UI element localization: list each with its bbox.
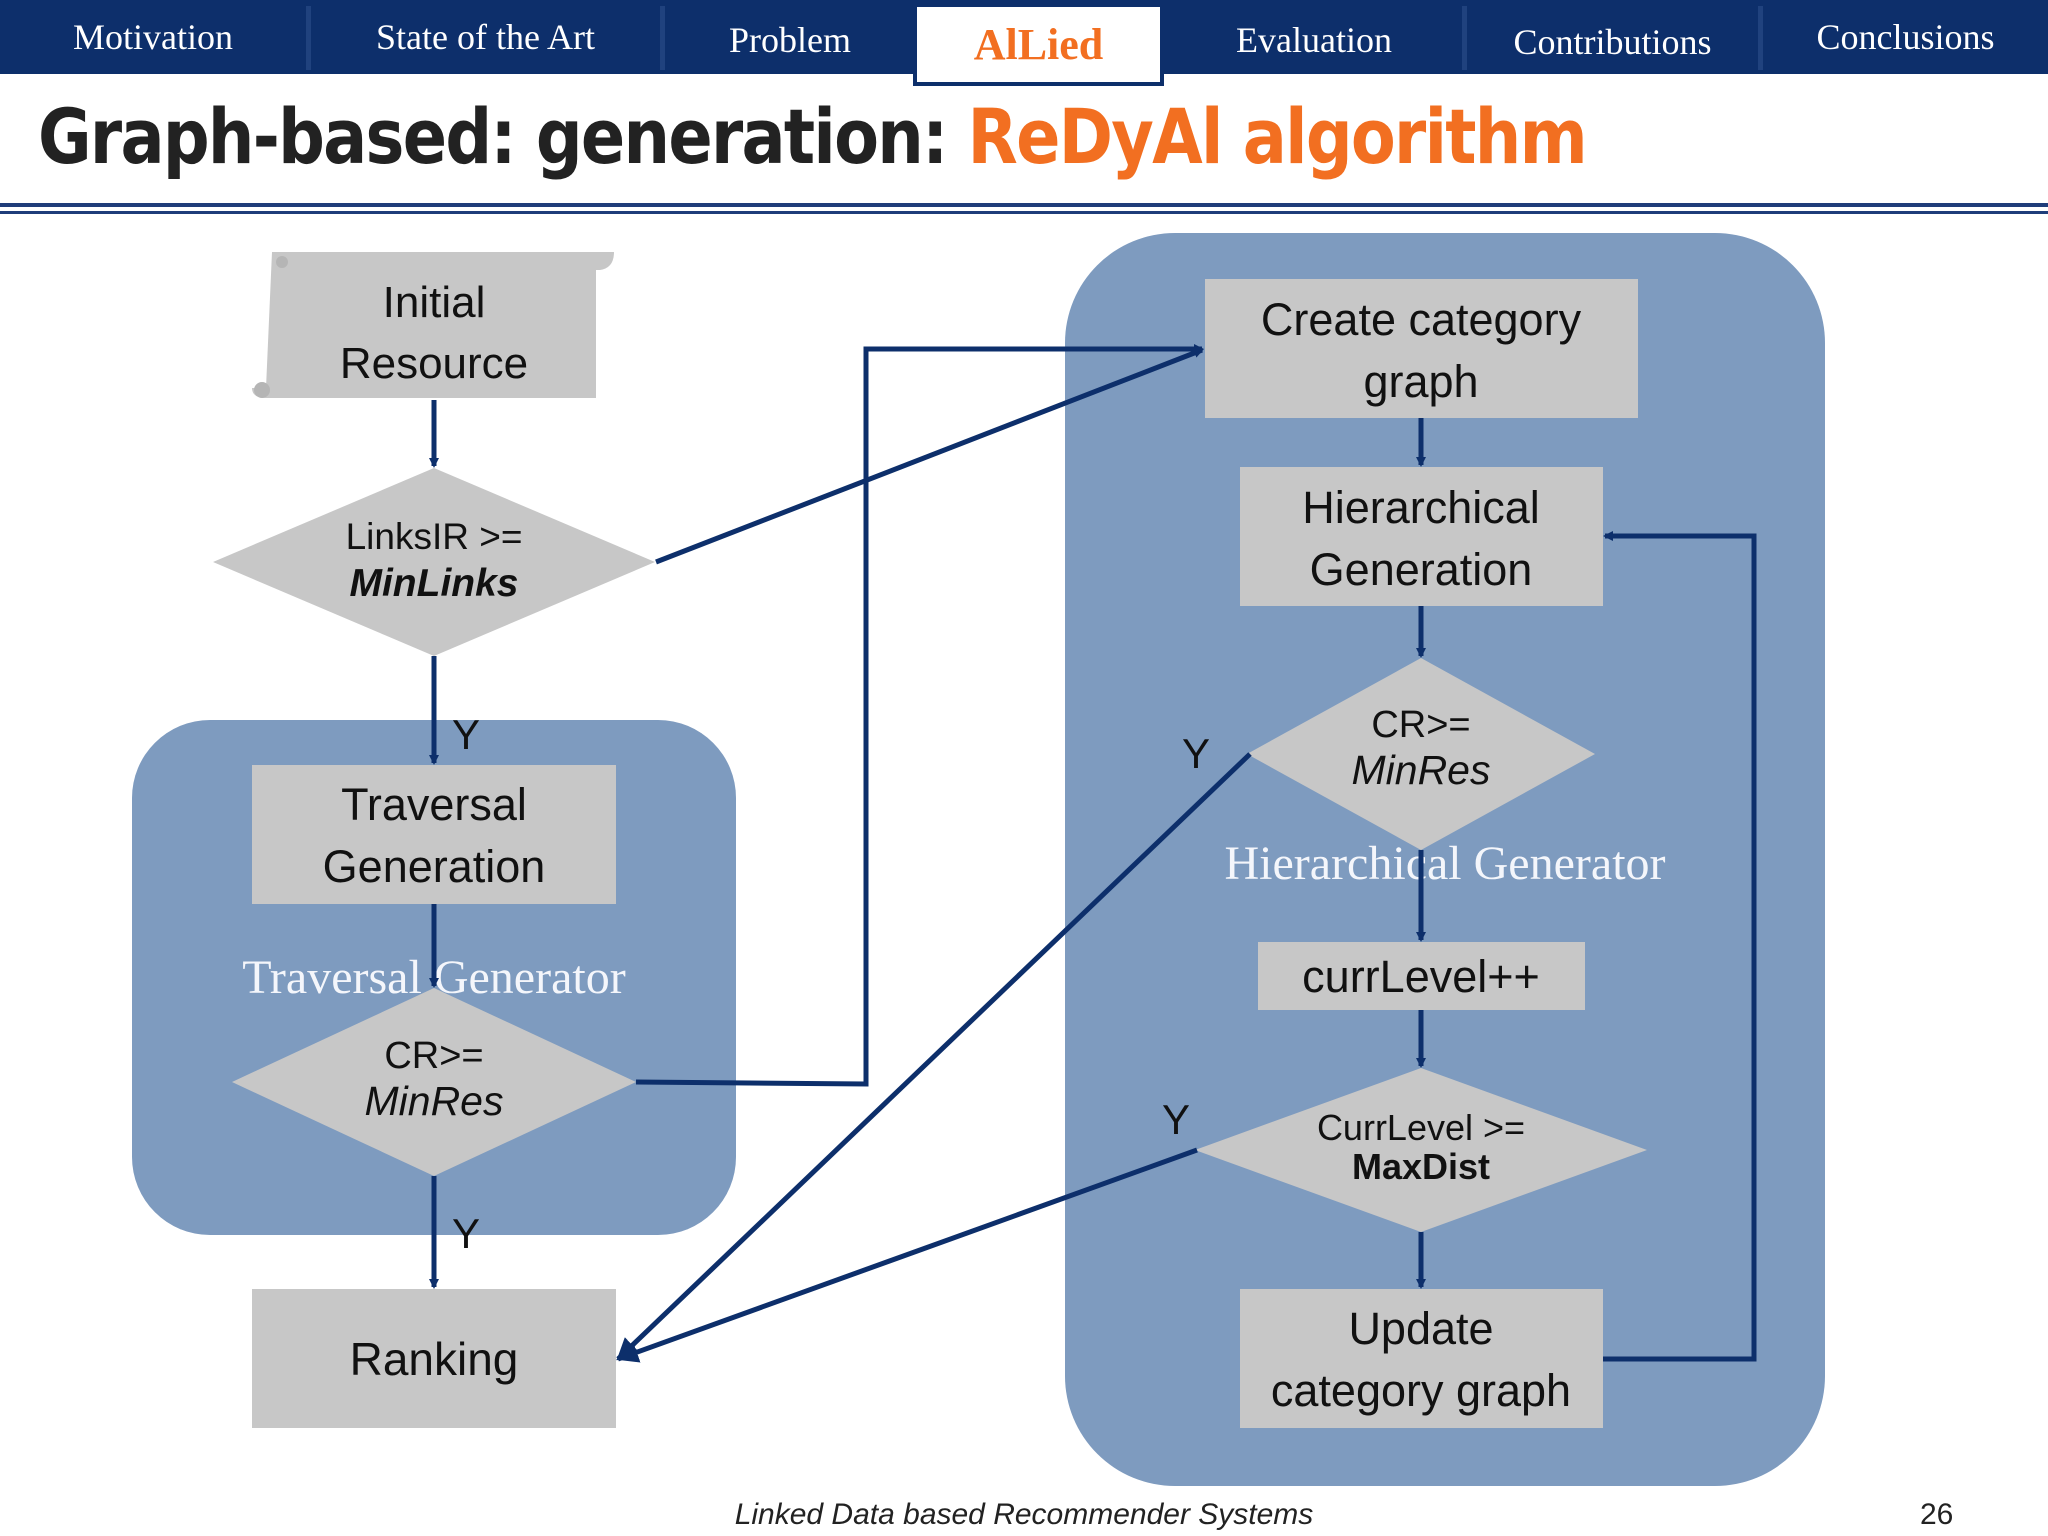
- title-rule-top: [0, 203, 2048, 207]
- initial-resource-line1: Initial: [383, 278, 486, 327]
- links-check-line2: MinLinks: [349, 562, 518, 605]
- arrow-level-check-to-ranking: [616, 1147, 1198, 1363]
- tab-separator: [306, 6, 311, 70]
- page-number: 26: [1920, 1498, 1954, 1531]
- arrow-cr-left-to-create-graph: [635, 344, 1204, 1087]
- tab-separator: [1758, 6, 1763, 70]
- initial-resource-node: Initial Resource: [252, 252, 614, 398]
- tab-separator: [660, 6, 665, 70]
- tab-allied[interactable]: AlLied: [913, 3, 1164, 86]
- level-check-line1: CurrLevel >=: [1317, 1107, 1525, 1148]
- slide-title: Graph-based: generation: ReDyAl algorith…: [38, 92, 1588, 181]
- cr-check-right-decision: CR>= MinRes: [1247, 658, 1595, 850]
- curr-level-increment-label: currLevel++: [1302, 951, 1540, 1002]
- cr-check-left-line1: CR>=: [384, 1035, 483, 1077]
- title-highlight: ReDyAl algorithm: [967, 92, 1588, 181]
- tab-separator: [1462, 6, 1467, 70]
- tab-conclusions[interactable]: Conclusions: [1816, 17, 1995, 57]
- title-prefix: Graph-based: generation:: [38, 92, 968, 181]
- ranking-node: Ranking: [252, 1289, 616, 1428]
- arrow-links-to-create-graph: [655, 347, 1204, 565]
- cr-check-left-decision: CR>= MinRes: [232, 988, 636, 1176]
- title-rule-bottom: [0, 211, 2048, 214]
- arrow-update-loop-to-hier: [1603, 531, 1757, 1362]
- tab-motivation[interactable]: Motivation: [73, 17, 233, 57]
- edge-label-yes: Y: [452, 1210, 480, 1257]
- flow-arrows: [429, 344, 1757, 1363]
- traversal-generation-node: Traversal Generation: [252, 765, 616, 904]
- hierarchical-generation-line2: Generation: [1310, 544, 1533, 595]
- slide-footer: Linked Data based Recommender Systems: [734, 1498, 1314, 1531]
- hierarchical-generation-line1: Hierarchical: [1302, 482, 1540, 533]
- initial-resource-line2: Resource: [340, 339, 528, 388]
- edge-label-yes: Y: [1162, 1096, 1190, 1143]
- create-category-graph-node: Create category graph: [1205, 279, 1638, 418]
- update-graph-line1: Update: [1348, 1303, 1493, 1354]
- cr-check-left-line2: MinRes: [365, 1078, 504, 1124]
- level-check-decision: CurrLevel >= MaxDist: [1195, 1068, 1647, 1232]
- hierarchical-generation-node: Hierarchical Generation: [1240, 467, 1603, 606]
- traversal-generation-line2: Generation: [323, 841, 546, 892]
- edge-label-yes: Y: [1182, 730, 1210, 777]
- links-check-line1: LinksIR >=: [346, 516, 523, 557]
- tab-evaluation[interactable]: Evaluation: [1236, 20, 1392, 60]
- level-check-line2: MaxDist: [1352, 1146, 1490, 1187]
- traversal-generation-line1: Traversal: [341, 779, 527, 830]
- ranking-label: Ranking: [350, 1333, 519, 1385]
- create-graph-line2: graph: [1363, 356, 1478, 407]
- tab-contributions[interactable]: Contributions: [1513, 22, 1712, 62]
- cr-check-right-line2: MinRes: [1352, 747, 1491, 793]
- update-category-graph-node: Update category graph: [1240, 1289, 1603, 1428]
- tab-problem[interactable]: Problem: [729, 20, 851, 60]
- arrow-cr-right-to-ranking: [616, 752, 1252, 1361]
- links-check-decision: LinksIR >= MinLinks: [213, 468, 655, 656]
- cr-check-right-line1: CR>=: [1371, 704, 1470, 746]
- section-nav: Motivation State of the Art Problem AlLi…: [0, 0, 2048, 86]
- tab-state-of-the-art[interactable]: State of the Art: [376, 17, 595, 57]
- create-graph-line1: Create category: [1261, 294, 1582, 345]
- update-graph-line2: category graph: [1271, 1365, 1571, 1416]
- hierarchical-generator-label: Hierarchical Generator: [1224, 837, 1665, 890]
- edge-label-yes: Y: [452, 711, 480, 758]
- curr-level-increment-node: currLevel++: [1258, 942, 1585, 1010]
